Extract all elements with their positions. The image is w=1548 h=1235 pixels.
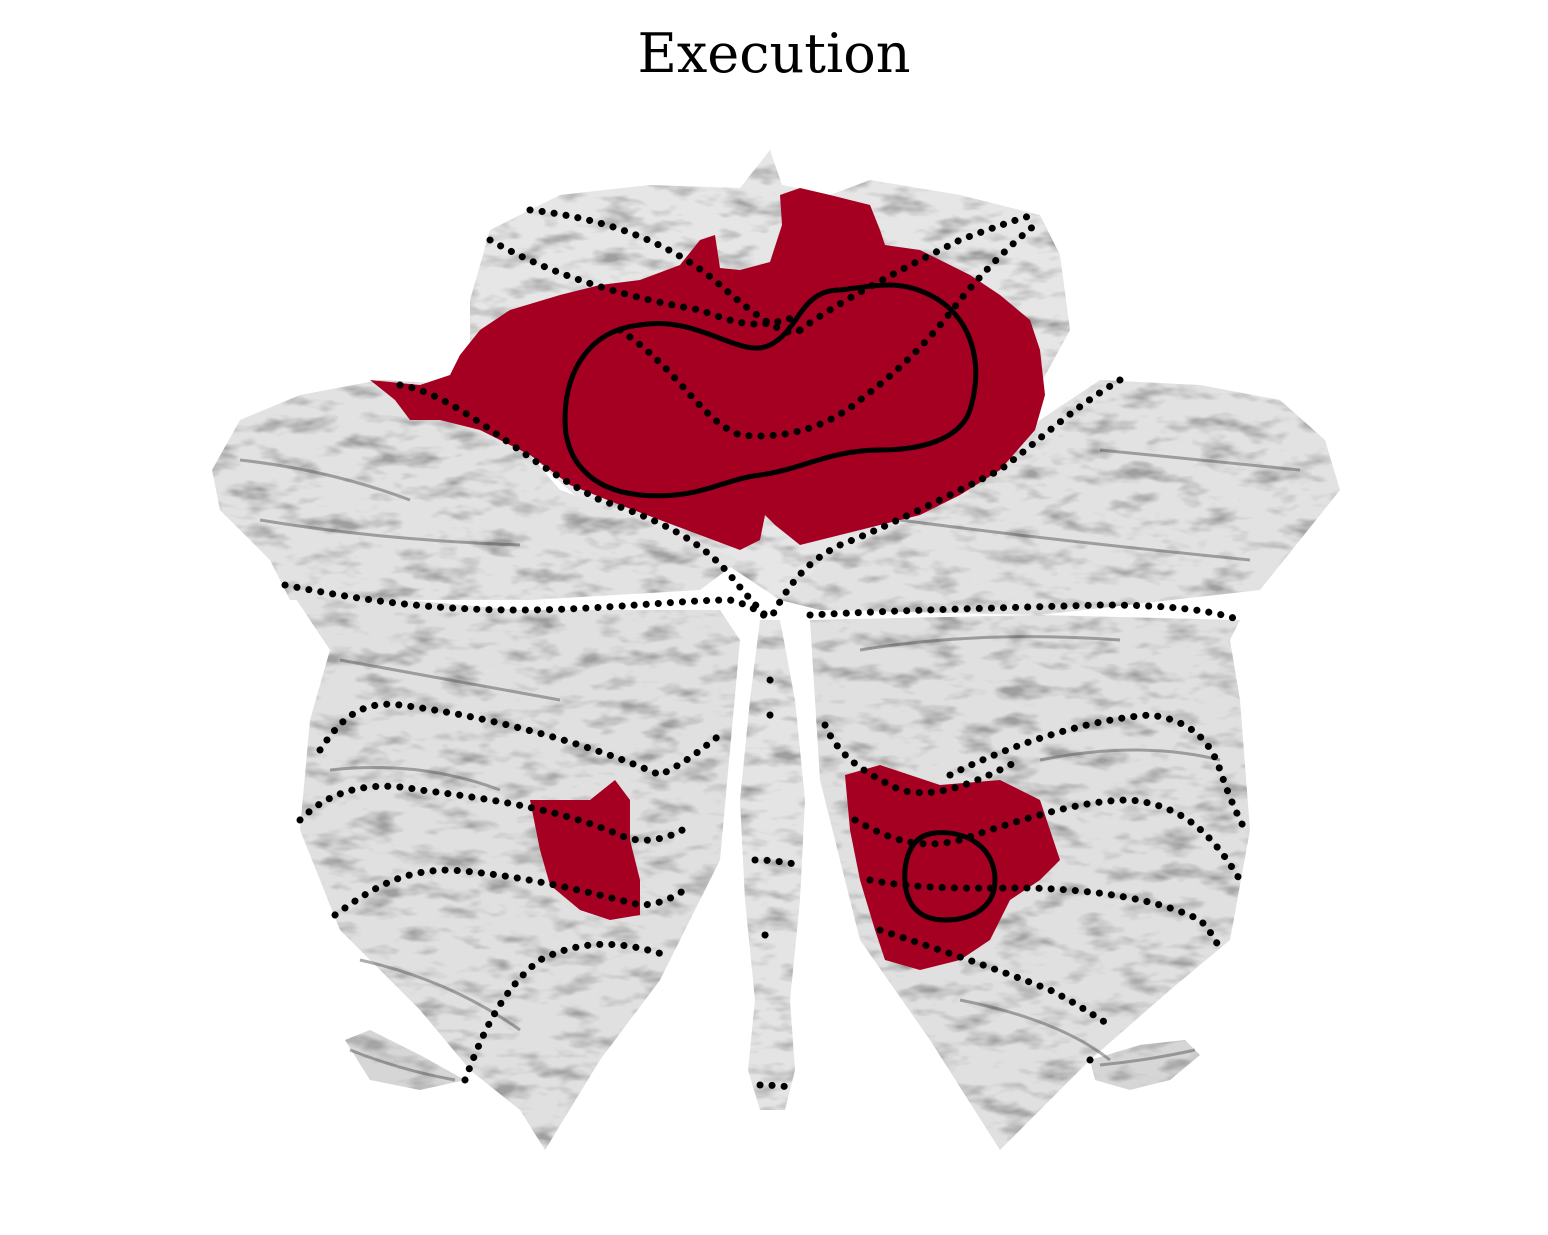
left-flocculus: [345, 1030, 465, 1090]
right-anterior-lobe: [780, 380, 1340, 615]
left-posterior-lobe: [290, 590, 740, 1150]
lobular-boundaries: [281, 206, 1249, 1091]
inferior-contour: [902, 830, 998, 923]
left-anterior-lobe: [212, 380, 740, 600]
figure-title: Execution: [637, 22, 911, 85]
superior-contour: [562, 282, 979, 499]
vermis-posterior: [740, 620, 805, 1110]
contour-outlines: [562, 282, 998, 923]
surface-texture-streaks: [239, 448, 1301, 1082]
right-flocculus: [1090, 1040, 1200, 1090]
right-inferior-activation-cluster: [845, 765, 1060, 970]
